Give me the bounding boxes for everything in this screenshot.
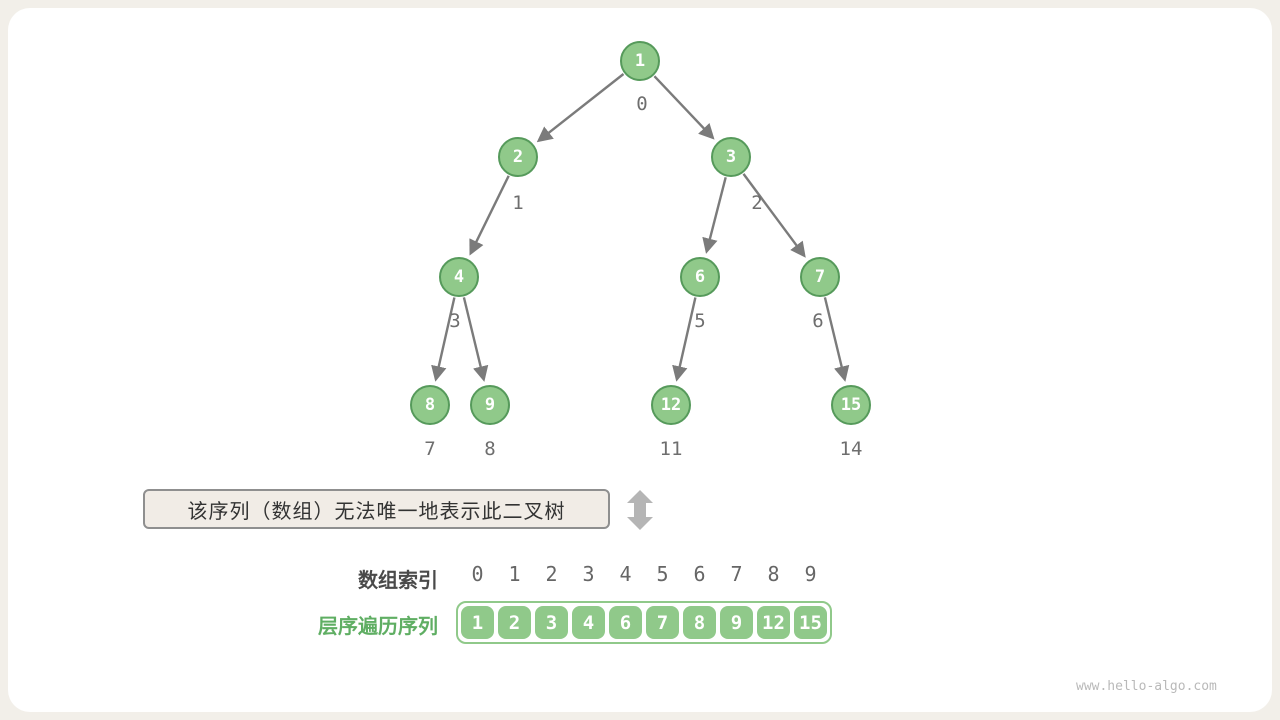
- tree-node-value: 9: [484, 395, 496, 415]
- tree-node-value: 15: [840, 395, 862, 415]
- tree-node: 15: [831, 385, 871, 425]
- sequence-cell: 3: [535, 606, 568, 639]
- sequence-cell: 15: [794, 606, 827, 639]
- tree-node: 2: [498, 137, 538, 177]
- sequence-cell: 8: [683, 606, 716, 639]
- sequence-label: 层序遍历序列: [318, 616, 438, 638]
- sequence-cell: 9: [720, 606, 753, 639]
- array-index: 1: [508, 562, 521, 586]
- tree-node: 9: [470, 385, 510, 425]
- caption-text: 该序列（数组）无法唯一地表示此二叉树: [187, 500, 566, 523]
- array-index: 2: [545, 562, 558, 586]
- sequence-cell: 7: [646, 606, 679, 639]
- sequence-array: 1 2 3 4 6 7 8 9 12 15: [456, 601, 832, 644]
- sequence-cell: 12: [757, 606, 790, 639]
- tree-node: 1: [620, 41, 660, 81]
- tree-node-value: 3: [725, 147, 737, 167]
- sequence-cell: 2: [498, 606, 531, 639]
- tree-node-value: 7: [814, 267, 826, 287]
- sequence-cell: 1: [461, 606, 494, 639]
- up-down-arrow-icon: [627, 490, 653, 530]
- node-index-label: 14: [839, 438, 863, 460]
- array-index: 7: [730, 562, 743, 586]
- array-index: 6: [693, 562, 706, 586]
- sequence-cell: 4: [572, 606, 605, 639]
- tree-node-value: 8: [424, 395, 436, 415]
- figure-card: [8, 8, 1272, 712]
- array-index: 3: [582, 562, 595, 586]
- node-index-label: 3: [449, 310, 461, 332]
- sequence-cell: 6: [609, 606, 642, 639]
- tree-node: 7: [800, 257, 840, 297]
- array-index: 9: [804, 562, 817, 586]
- node-index-label: 8: [484, 438, 496, 460]
- node-index-label: 0: [636, 93, 648, 115]
- caption-box: 该序列（数组）无法唯一地表示此二叉树: [143, 489, 610, 529]
- tree-node: 6: [680, 257, 720, 297]
- tree-node: 3: [711, 137, 751, 177]
- tree-node-value: 1: [634, 51, 646, 71]
- array-indices-row: 0 1 2 3 4 5 6 7 8 9: [461, 562, 827, 586]
- array-index: 8: [767, 562, 780, 586]
- tree-node-value: 12: [660, 395, 682, 415]
- node-index-label: 5: [694, 310, 706, 332]
- tree-node: 4: [439, 257, 479, 297]
- node-index-label: 11: [659, 438, 683, 460]
- node-index-label: 7: [424, 438, 436, 460]
- array-index: 4: [619, 562, 632, 586]
- node-index-label: 1: [512, 192, 524, 214]
- node-index-label: 2: [751, 192, 763, 214]
- tree-node-value: 6: [694, 267, 706, 287]
- node-index-label: 6: [812, 310, 824, 332]
- tree-node: 12: [651, 385, 691, 425]
- array-index: 5: [656, 562, 669, 586]
- array-index-label: 数组索引: [358, 570, 438, 592]
- tree-node-value: 4: [453, 267, 465, 287]
- tree-node-value: 2: [512, 147, 524, 167]
- array-index: 0: [471, 562, 484, 586]
- watermark: www.hello-algo.com: [1076, 679, 1217, 694]
- tree-node: 8: [410, 385, 450, 425]
